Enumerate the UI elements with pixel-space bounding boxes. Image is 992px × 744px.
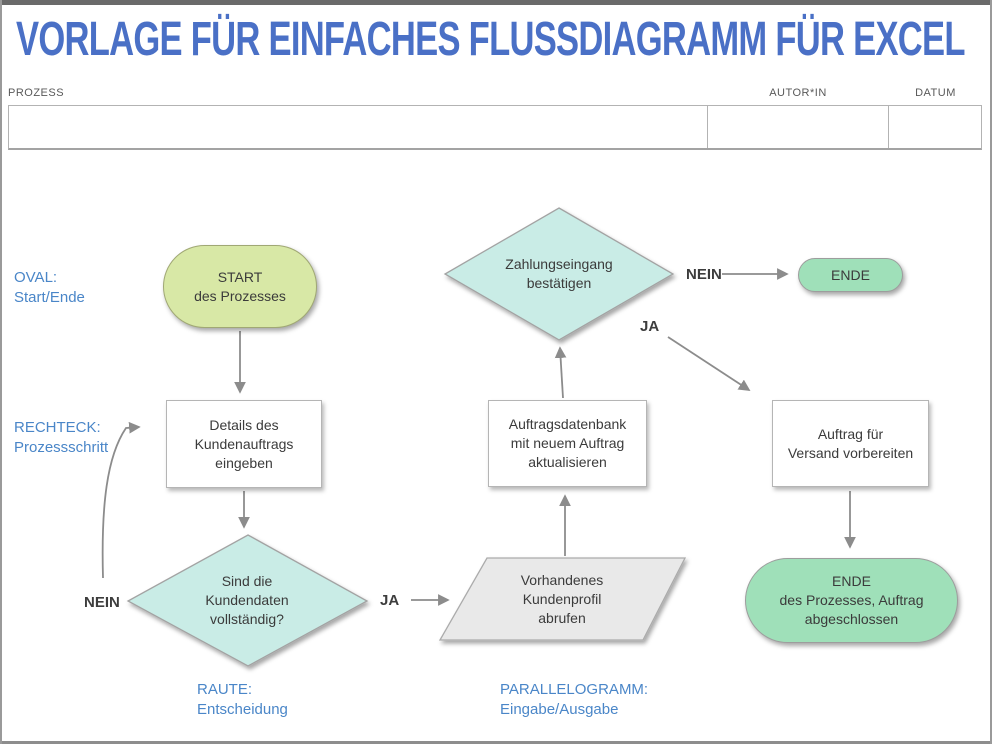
decision-kundendaten-shape[interactable] — [126, 534, 369, 667]
node-zahlung-diamond-text: Zahlungseingang bestätigen — [505, 256, 613, 291]
connector-ja-to-versand — [667, 336, 751, 391]
legend-raute: RAUTE: Entscheidung — [197, 681, 288, 718]
node-details-rect[interactable]: Details des Kundenauftrags eingeben — [166, 400, 322, 488]
legend-oval: OVAL: Start/Ende — [14, 269, 85, 306]
connector-datenbank-to-zahlung — [554, 346, 567, 399]
node-kundenprofil-para-text: Vorhandenes Kundenprofil abrufen — [520, 572, 604, 626]
node-versand-rect[interactable]: Auftrag für Versand vorbereiten — [772, 400, 929, 487]
left-border — [0, 0, 2, 744]
page-title: VORLAGE FÜR EINFACHES FLUSSDIAGRAMM FÜR … — [16, 13, 965, 66]
node-auftragsdatenbank-rect[interactable]: Auftragsdatenbank mit neuem Auftrag aktu… — [488, 400, 647, 487]
top-border-bar — [0, 0, 992, 5]
datum-input[interactable] — [888, 106, 981, 148]
legend-rechteck: RECHTECK: Prozessschritt — [14, 419, 109, 456]
label-nein-2: NEIN — [686, 266, 722, 283]
bottom-border-bar — [0, 741, 992, 744]
decision-zahlung-shape[interactable] — [443, 207, 675, 341]
label-ja-2: JA — [640, 318, 660, 335]
autorin-input[interactable] — [706, 106, 889, 148]
io-kundenprofil-shape[interactable] — [438, 557, 687, 641]
right-border — [990, 0, 992, 744]
node-start-oval[interactable]: START des Prozesses — [163, 245, 317, 328]
legend-parallelogramm: PARALLELOGRAMM: Eingabe/Ausgabe — [500, 681, 649, 718]
autorin-label: AUTOR*IN — [769, 87, 827, 99]
node-ende-big-pill[interactable]: ENDE des Prozesses, Auftrag abgeschlosse… — [745, 558, 958, 643]
prozess-label: PROZESS — [8, 87, 65, 99]
label-ja-1: JA — [380, 592, 400, 609]
connector-nein-loopback — [101, 421, 141, 579]
datum-label: DATUM — [915, 87, 956, 99]
node-kundendaten-diamond-text: Sind die Kundendaten vollständig? — [205, 573, 289, 627]
form-row — [8, 105, 982, 150]
label-nein-1: NEIN — [84, 594, 120, 611]
node-ende-pill[interactable]: ENDE — [798, 258, 903, 292]
